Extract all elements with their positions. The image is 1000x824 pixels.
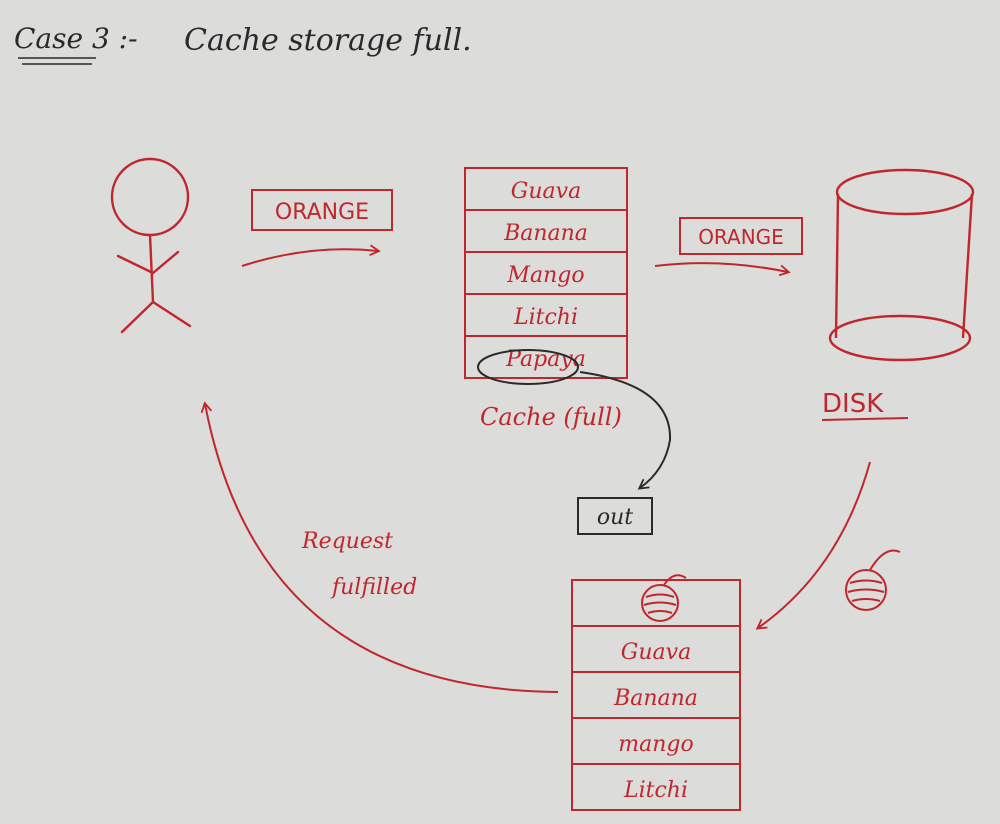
response-arrow: [200, 401, 559, 693]
cache-full-item: Banana: [503, 221, 588, 246]
evicted-item-circle: [477, 349, 579, 385]
title-text: Cache storage full.: [184, 23, 472, 58]
user-stick-figure: [110, 157, 192, 334]
disk-side-left: [834, 193, 840, 339]
user-head: [110, 157, 190, 237]
request-item-box: [251, 189, 393, 231]
request-arrow: [241, 244, 381, 267]
user-arm-left: [116, 254, 155, 275]
disk-request-item-box: [679, 217, 803, 255]
cache-updated-item: Guava: [621, 640, 691, 665]
eviction-arrow: [579, 371, 672, 490]
disk-label-underline: [821, 417, 909, 421]
cache-updated-frame: [571, 579, 741, 811]
user-body: [148, 233, 155, 304]
cache-full-frame: [464, 167, 628, 379]
cache-updated-item: Banana: [613, 686, 698, 711]
cache-full-item: Mango: [506, 263, 584, 288]
disk-label: DISK: [822, 389, 884, 419]
out-box: [577, 497, 653, 535]
disk-request-item-label: ORANGE: [698, 225, 784, 249]
user-leg-right: [151, 300, 192, 328]
case-label: Case 3 :-: [14, 22, 138, 55]
disk-top: [835, 168, 975, 216]
disk-bottom: [828, 314, 972, 362]
request-item-label: ORANGE: [275, 200, 369, 225]
response-label-line2: fulfilled: [330, 575, 417, 600]
disk-side-right: [961, 193, 974, 339]
title: Case 3 :- Cache storage full.: [14, 22, 472, 65]
orange-icon: [845, 549, 901, 611]
user-leg-left: [120, 300, 155, 334]
cache-caption: Cache (full): [480, 403, 622, 431]
disk-request-arrow: [654, 262, 791, 277]
cache-updated-item: mango: [618, 732, 693, 757]
cache-updated-item: Litchi: [623, 778, 688, 803]
eviction: out: [477, 349, 672, 535]
disk-return-arrow: [755, 461, 871, 630]
response-label-line1: Request: [301, 529, 393, 554]
orange-icon: [641, 574, 687, 622]
disk-request: ORANGE: [654, 217, 803, 277]
cache-full-item: Guava: [511, 179, 581, 204]
cache-full-item: Litchi: [513, 305, 578, 330]
out-label: out: [597, 505, 633, 530]
disk-cylinder: [828, 168, 975, 362]
user-request: ORANGE: [241, 189, 393, 267]
user-arm-right: [151, 250, 180, 275]
